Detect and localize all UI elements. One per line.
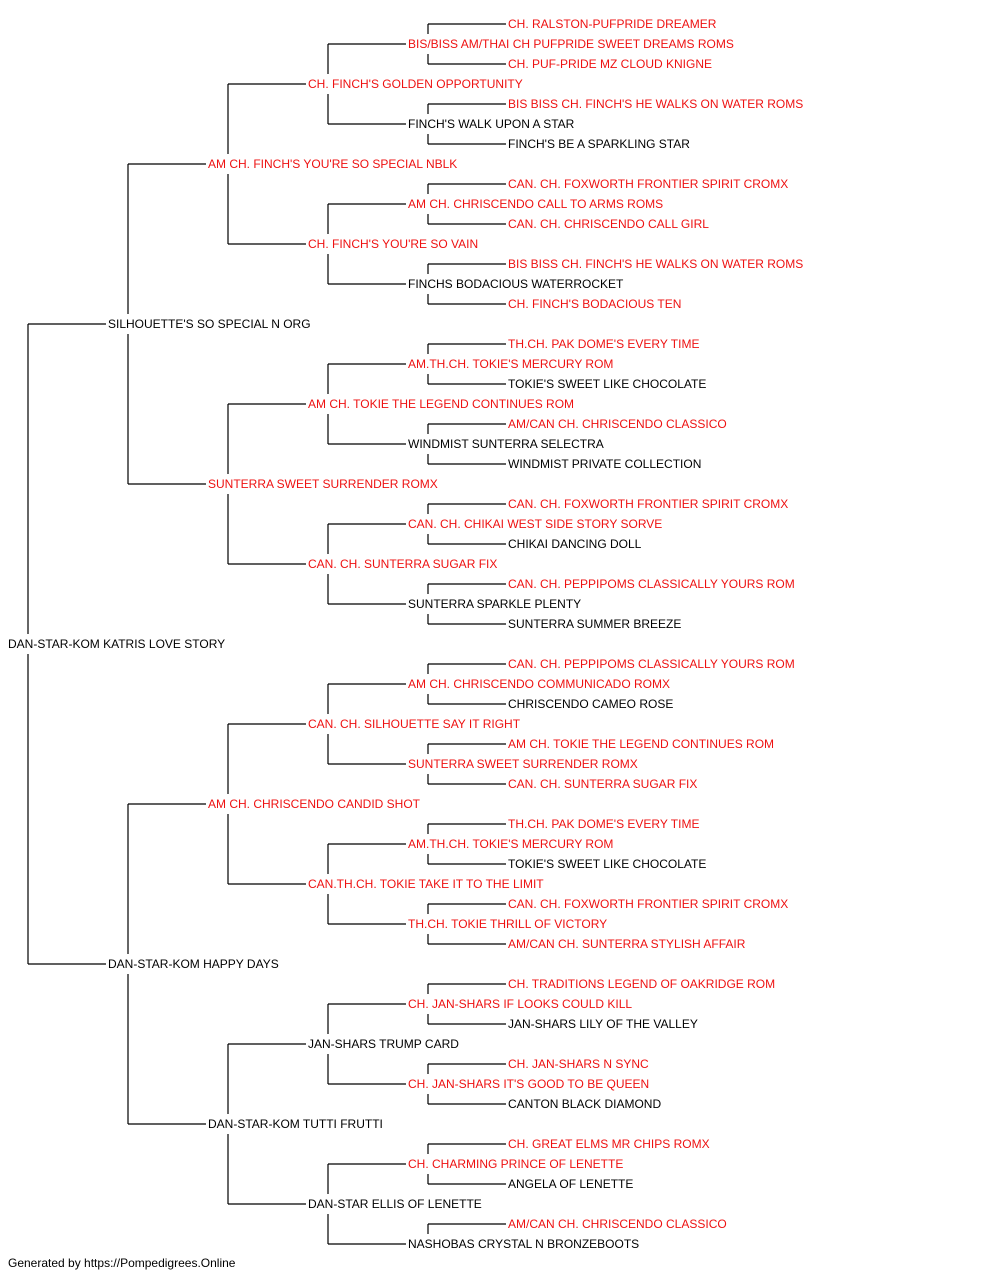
dog-name-gen5: CAN. CH. FOXWORTH FRONTIER SPIRIT CROMX	[508, 177, 788, 191]
dog-name-gen5: CAN. CH. PEPPIPOMS CLASSICALLY YOURS ROM	[508, 577, 795, 591]
dog-name-gen5: ANGELA OF LENETTE	[508, 1177, 633, 1191]
dog-name-gen5: TOKIE'S SWEET LIKE CHOCOLATE	[508, 857, 706, 871]
dog-name-gen5: TOKIE'S SWEET LIKE CHOCOLATE	[508, 377, 706, 391]
dog-name-gen5: AM/CAN CH. SUNTERRA STYLISH AFFAIR	[508, 937, 746, 951]
dog-name-gen5: BIS BISS CH. FINCH'S HE WALKS ON WATER R…	[508, 257, 803, 271]
dog-name-gen5: AM/CAN CH. CHRISCENDO CLASSICO	[508, 417, 727, 431]
dog-name-gen5: CH. TRADITIONS LEGEND OF OAKRIDGE ROM	[508, 977, 775, 991]
dog-name-gen4: AM CH. CHRISCENDO CALL TO ARMS ROMS	[408, 197, 663, 211]
dog-name-gen3: AM CH. TOKIE THE LEGEND CONTINUES ROM	[308, 397, 574, 411]
dog-name-gen4: CAN. CH. CHIKAI WEST SIDE STORY SORVE	[408, 517, 662, 531]
dog-name-gen5: TH.CH. PAK DOME'S EVERY TIME	[508, 817, 699, 831]
dog-name-gen4: NASHOBAS CRYSTAL N BRONZEBOOTS	[408, 1237, 639, 1250]
dog-name-gen5: CH. JAN-SHARS N SYNC	[508, 1057, 649, 1071]
dog-name-gen5: CAN. CH. FOXWORTH FRONTIER SPIRIT CROMX	[508, 897, 788, 911]
dog-name-gen5: BIS BISS CH. FINCH'S HE WALKS ON WATER R…	[508, 97, 803, 111]
dog-name-gen4: CH. JAN-SHARS IT'S GOOD TO BE QUEEN	[408, 1077, 649, 1091]
dog-name-gen4: FINCH'S WALK UPON A STAR	[408, 117, 575, 131]
dog-name-gen3: CH. FINCH'S GOLDEN OPPORTUNITY	[308, 77, 523, 91]
dog-name-gen0: DAN-STAR-KOM KATRIS LOVE STORY	[8, 637, 225, 651]
generator-credit: Generated by https://Pompedigrees.Online	[8, 1256, 236, 1270]
dog-name-gen2: DAN-STAR-KOM TUTTI FRUTTI	[208, 1117, 383, 1131]
dog-name-gen5: CANTON BLACK DIAMOND	[508, 1097, 661, 1111]
dog-name-gen4: FINCHS BODACIOUS WATERROCKET	[408, 277, 624, 291]
dog-name-gen3: JAN-SHARS TRUMP CARD	[308, 1037, 459, 1051]
dog-name-gen4: AM CH. CHRISCENDO COMMUNICADO ROMX	[408, 677, 670, 691]
dog-name-gen5: CH. GREAT ELMS MR CHIPS ROMX	[508, 1137, 710, 1151]
dog-name-gen4: AM.TH.CH. TOKIE'S MERCURY ROM	[408, 357, 613, 371]
dog-name-gen5: CAN. CH. PEPPIPOMS CLASSICALLY YOURS ROM	[508, 657, 795, 671]
dog-name-gen4: CH. JAN-SHARS IF LOOKS COULD KILL	[408, 997, 632, 1011]
dog-name-gen5: JAN-SHARS LILY OF THE VALLEY	[508, 1017, 698, 1031]
pedigree-tree: DAN-STAR-KOM KATRIS LOVE STORY SILHOUETTE…	[8, 17, 803, 1250]
dog-name-gen5: TH.CH. PAK DOME'S EVERY TIME	[508, 337, 699, 351]
dog-name-gen5: WINDMIST PRIVATE COLLECTION	[508, 457, 701, 471]
dog-name-gen3: CAN. CH. SILHOUETTE SAY IT RIGHT	[308, 717, 521, 731]
dog-name-gen4: BIS/BISS AM/THAI CH PUFPRIDE SWEET DREAM…	[408, 37, 734, 51]
dog-name-gen1: DAN-STAR-KOM HAPPY DAYS	[108, 957, 279, 971]
dog-name-gen3: CH. FINCH'S YOU'RE SO VAIN	[308, 237, 478, 251]
dog-name-gen5: SUNTERRA SUMMER BREEZE	[508, 617, 681, 631]
dog-name-gen5: CAN. CH. CHRISCENDO CALL GIRL	[508, 217, 709, 231]
dog-name-gen1: SILHOUETTE'S SO SPECIAL N ORG	[108, 317, 311, 331]
dog-name-gen4: WINDMIST SUNTERRA SELECTRA	[408, 437, 604, 451]
dog-name-gen5: CAN. CH. SUNTERRA SUGAR FIX	[508, 777, 697, 791]
dog-name-gen3: CAN.TH.CH. TOKIE TAKE IT TO THE LIMIT	[308, 877, 544, 891]
dog-name-gen5: CHIKAI DANCING DOLL	[508, 537, 642, 551]
dog-name-gen5: FINCH'S BE A SPARKLING STAR	[508, 137, 690, 151]
dog-name-gen2: AM CH. CHRISCENDO CANDID SHOT	[208, 797, 421, 811]
dog-name-gen4: SUNTERRA SPARKLE PLENTY	[408, 597, 581, 611]
dog-name-gen3: CAN. CH. SUNTERRA SUGAR FIX	[308, 557, 497, 571]
dog-name-gen5: CHRISCENDO CAMEO ROSE	[508, 697, 673, 711]
dog-name-gen4: CH. CHARMING PRINCE OF LENETTE	[408, 1157, 623, 1171]
dog-name-gen2: AM CH. FINCH'S YOU'RE SO SPECIAL NBLK	[208, 157, 457, 171]
dog-name-gen5: CH. PUF-PRIDE MZ CLOUD KNIGNE	[508, 57, 712, 71]
dog-name-gen5: AM/CAN CH. CHRISCENDO CLASSICO	[508, 1217, 727, 1231]
dog-name-gen5: CAN. CH. FOXWORTH FRONTIER SPIRIT CROMX	[508, 497, 788, 511]
dog-name-gen4: AM.TH.CH. TOKIE'S MERCURY ROM	[408, 837, 613, 851]
dog-name-gen5: CH. RALSTON-PUFPRIDE DREAMER	[508, 17, 717, 31]
dog-name-gen3: DAN-STAR ELLIS OF LENETTE	[308, 1197, 482, 1211]
dog-name-gen2: SUNTERRA SWEET SURRENDER ROMX	[208, 477, 438, 491]
dog-name-gen4: SUNTERRA SWEET SURRENDER ROMX	[408, 757, 638, 771]
dog-name-gen5: AM CH. TOKIE THE LEGEND CONTINUES ROM	[508, 737, 774, 751]
dog-name-gen5: CH. FINCH'S BODACIOUS TEN	[508, 297, 681, 311]
dog-name-gen4: TH.CH. TOKIE THRILL OF VICTORY	[408, 917, 607, 931]
